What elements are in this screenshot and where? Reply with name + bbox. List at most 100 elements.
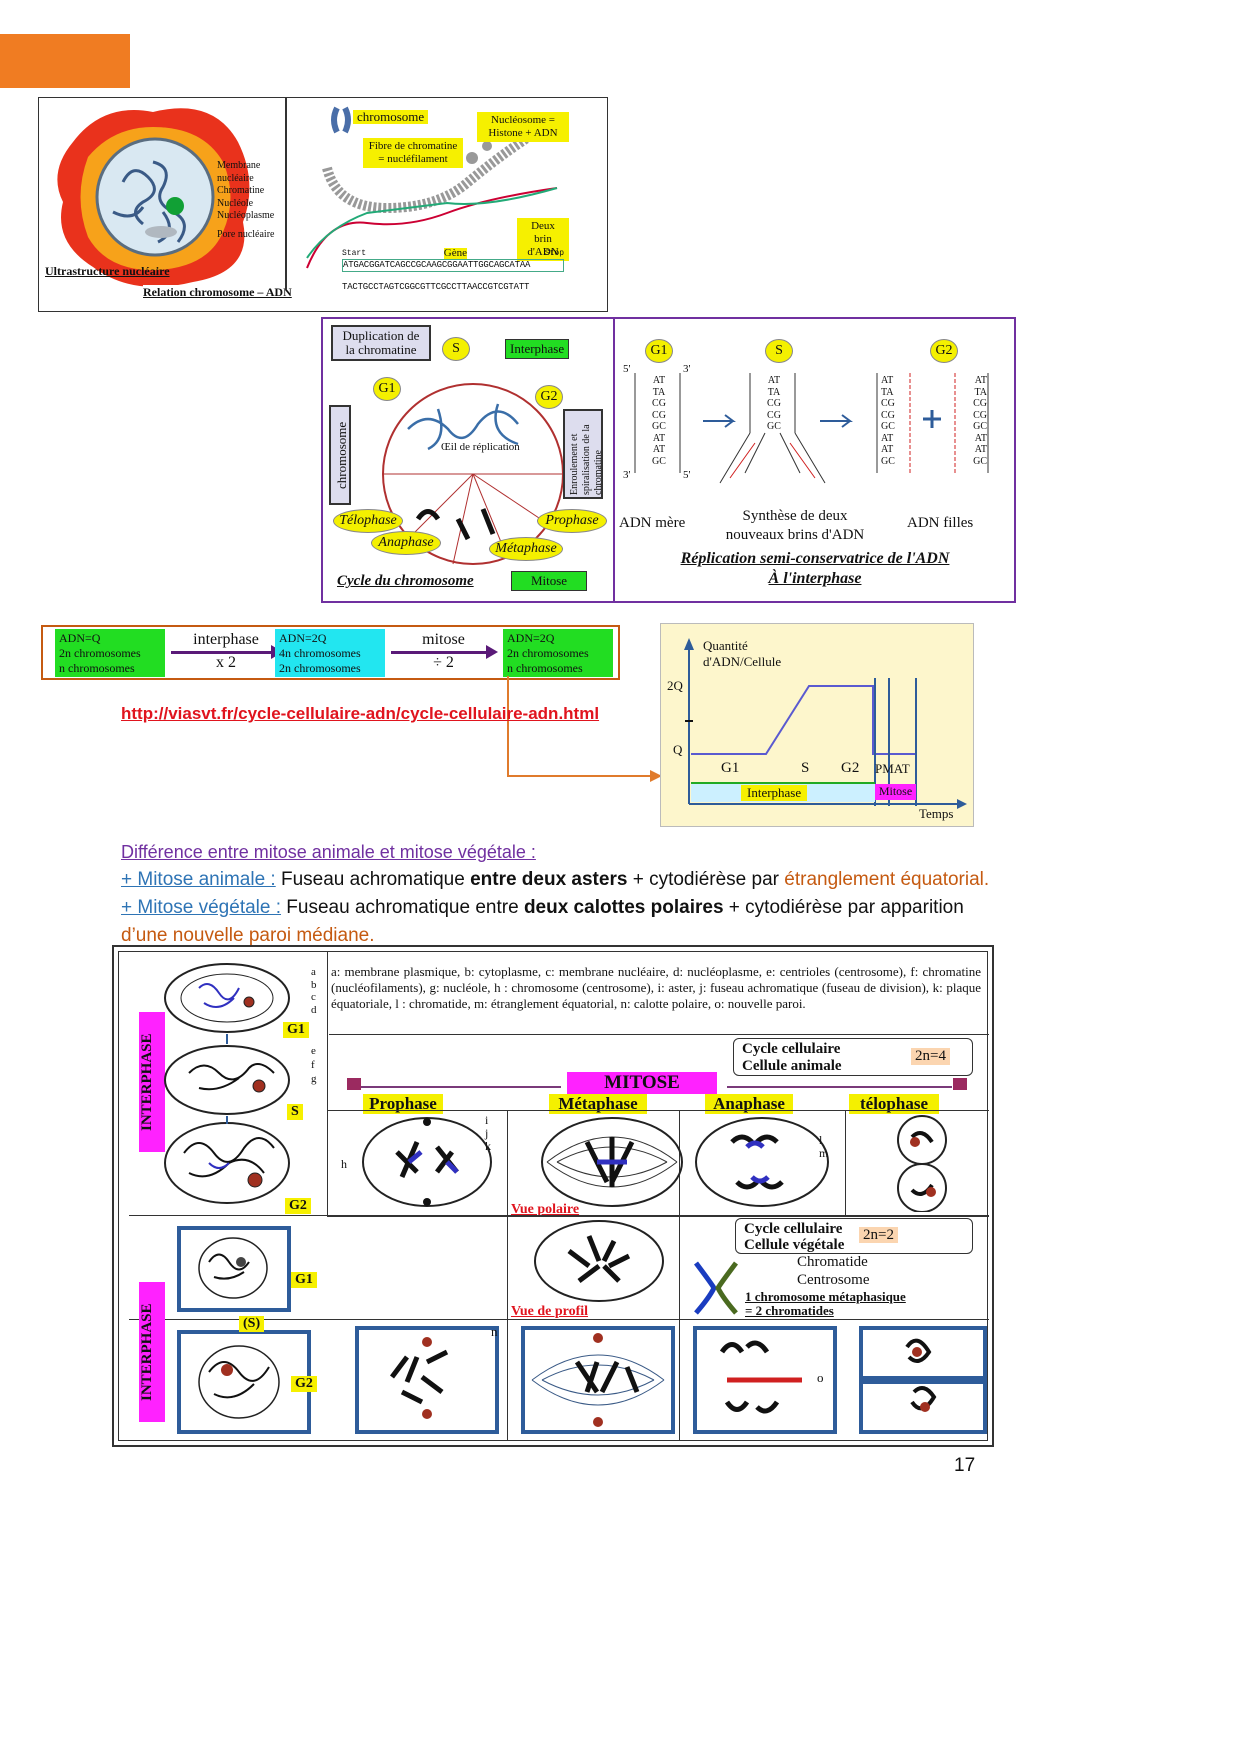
page-number: 17 [954, 1455, 976, 1476]
centrosome-label: Centrosome [797, 1272, 870, 1288]
rep-G1: G1 [645, 339, 673, 363]
phase-telophase: télophase [849, 1094, 939, 1114]
chromosome-box: chromosome [329, 405, 351, 505]
connector-arrow [507, 676, 662, 782]
replication-title: Réplication semi-conservatrice de l'ADN … [635, 549, 995, 589]
cycle-link[interactable]: http://viasvt.fr/cycle-cellulaire-adn/cy… [121, 704, 600, 723]
adn-mere: ADN mère [619, 515, 686, 531]
animal-mitosis-cells [362, 1115, 947, 1212]
pair: AT [974, 432, 987, 444]
animal-text-2: + cytodiérèse par [627, 869, 785, 890]
veg-mitosis-cells [355, 1326, 987, 1434]
cycle-title: Cycle du chromosome [337, 573, 474, 589]
replication-title-2: À l'interphase [768, 570, 862, 587]
mitosis-comparison-text: Différence entre mitose animale et mitos… [121, 838, 1001, 950]
G1-oval: G1 [373, 377, 401, 401]
graph-ylabel-1: Quantité [703, 638, 748, 653]
phase-anaphase: Anaphase [705, 1094, 793, 1114]
label-chromatine: Chromatine [217, 185, 265, 196]
nucleus-title: Ultrastructure nucléaire [45, 264, 170, 278]
letter-k: k [485, 1139, 491, 1153]
graph-interphase-bar: Interphase [691, 782, 875, 802]
letter-o: o [817, 1370, 824, 1385]
dna-graph: Quantité d'ADN/Cellule 2Q Q G1 S G2 PMAT… [660, 623, 974, 827]
pair: CG [973, 409, 987, 421]
pair: CG [881, 398, 895, 409]
label-fibre: Fibre de chromatine = nucléfilament [363, 138, 463, 168]
graph-Q: Q [673, 742, 683, 757]
col-divider-2 [679, 1110, 680, 1440]
veg-G2: G2 [291, 1376, 317, 1392]
cycle-veg-1: Cycle cellulaire [744, 1221, 843, 1237]
graph-S: S [801, 760, 810, 776]
flow-3-line: 2n chromosomes [507, 646, 589, 660]
pair: CG [973, 398, 987, 409]
label-start: Start [342, 249, 367, 258]
cycle-veg-box: Cycle cellulaire Cellule végétale 2n=2 [735, 1218, 973, 1254]
label-deux-brin: Deux brin d'ADN [517, 218, 569, 261]
flow-arrow-2: mitose ÷ 2 [391, 631, 498, 676]
chromosome-adn-figure: Membrane nucléaire Chromatine Nucléole N… [38, 97, 608, 312]
flow-2-line: ADN=2Q [279, 631, 327, 645]
graph-ylabel: Quantité d'ADN/Cellule [703, 638, 781, 670]
pair: GC [973, 455, 987, 467]
prime-3-b: 3' [623, 469, 631, 481]
animal-interphase-cells [164, 963, 290, 1204]
prime-5-a: 5' [623, 363, 631, 375]
letter-n: n [491, 1324, 498, 1339]
phase-metaphase: Métaphase [549, 1094, 647, 1114]
letter-a: a [311, 966, 316, 978]
letters-ijk: i j k [485, 1114, 491, 1153]
flow-box-3: ADN=2Q 2n chromosomes n chromosomes [503, 629, 613, 677]
telophase-oval: Télophase [333, 509, 403, 533]
pair: AT [974, 444, 987, 455]
mitosis-inner: INTERPHASE a b c d e f g [118, 951, 989, 1441]
flow-1-line: ADN=Q [59, 631, 101, 645]
pair: AT [881, 444, 894, 455]
pair: GC [881, 455, 895, 467]
animal-line: + Mitose animale : Fuseau achromatique e… [121, 866, 1001, 894]
anaphase-oval: Anaphase [371, 531, 441, 555]
letter-h: h [341, 1157, 347, 1171]
graph-2Q: 2Q [667, 678, 683, 693]
veg-S: (S) [239, 1316, 265, 1332]
legend-underline [329, 1034, 989, 1035]
veg-line: + Mitose végétale : Fuseau achromatique … [121, 894, 1001, 922]
pair: CG [881, 409, 895, 421]
relation-title: Relation chromosome – ADN [143, 285, 292, 300]
label-nucleole: Nucléole [217, 197, 254, 209]
chromatide-label: Chromatide [797, 1254, 868, 1270]
label-nucleosome: Nucléosome = Histone + ADN [477, 112, 569, 142]
animal-S: S [287, 1104, 303, 1120]
interphase-label-animal: INTERPHASE [139, 1012, 165, 1152]
pair: TA [881, 386, 894, 398]
flow-1-line: 2n chromosomes [59, 646, 141, 660]
pair: CG [767, 398, 781, 409]
chromosome-structure-panel: chromosome Fibre de chromatine = nucléfi… [285, 98, 609, 292]
col-divider-1 [507, 1110, 508, 1440]
pair: CG [767, 409, 781, 421]
graph-mitose: Mitose [875, 784, 916, 800]
pair: GC [881, 421, 895, 432]
flow-arrow-1: interphase x 2 [171, 631, 283, 676]
prime-3-a: 3' [683, 363, 691, 375]
label-chromosome: chromosome [353, 110, 429, 124]
chromo-meta-2: = 2 chromatides [745, 1303, 834, 1318]
mitose-label: Mitose [511, 571, 587, 591]
sequence-bottom: TACTGCCTAGTCGGCGTTCGCCTTAACCGTCGTATT [342, 282, 530, 292]
rep-G2: G2 [930, 339, 958, 363]
letters-a-d: a b c d [311, 966, 317, 1016]
arrow1-bottom: x 2 [216, 654, 236, 671]
animal-mitosis-row [327, 1110, 989, 1217]
arrow1-top: interphase [193, 631, 259, 648]
pair: CG [652, 409, 666, 421]
phase-prophase: Prophase [363, 1094, 443, 1114]
graph-G1: G1 [721, 760, 740, 776]
flow-3-line: ADN=2Q [507, 631, 555, 645]
synthese: Synthèse de deux nouveaux brins d'ADN [725, 508, 865, 543]
pair: AT [767, 375, 781, 386]
flow-2-line: 4n chromosomes [279, 646, 361, 660]
label-stop: Stop [544, 249, 564, 258]
graph-PMAT: PMAT [875, 761, 910, 776]
pair: TA [974, 386, 987, 398]
